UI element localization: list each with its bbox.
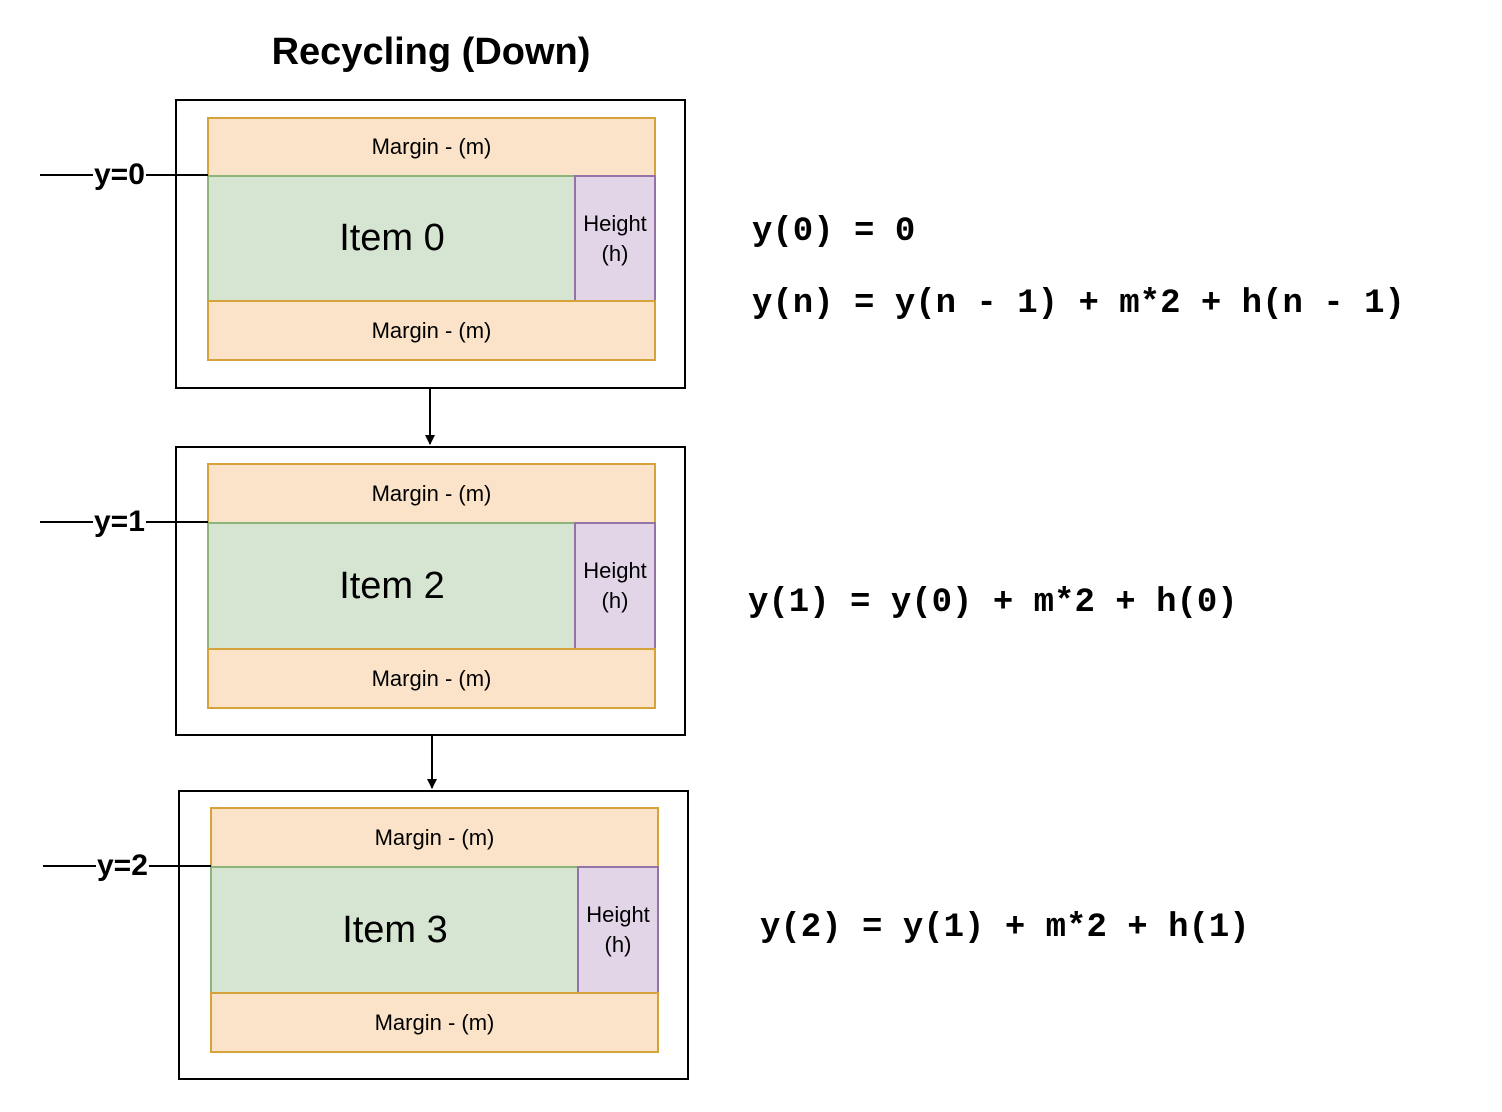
y-marker-label-2: y=2	[96, 848, 149, 884]
height-symbol: (h)	[601, 588, 629, 613]
formula-base: y(0) = 0	[752, 213, 916, 251]
item-0: Item 0	[207, 175, 577, 302]
margin-bottom-1: Margin - (m)	[207, 648, 656, 709]
margin-top-2: Margin - (m)	[210, 807, 659, 868]
height-label: Height	[583, 210, 647, 236]
item-2: Item 2	[207, 522, 577, 650]
height-symbol: (h)	[601, 240, 629, 266]
y-marker-label-1: y=1	[93, 504, 146, 540]
diagram-title: Recycling (Down)	[271, 31, 591, 73]
margin-bottom-2: Margin - (m)	[210, 992, 659, 1053]
height-box-1: Height (h)	[574, 522, 656, 650]
height-symbol: (h)	[604, 932, 632, 957]
y-marker-label-0: y=0	[93, 157, 146, 193]
formula-step-2: y(2) = y(1) + m*2 + h(1)	[760, 909, 1250, 947]
margin-top-1: Margin - (m)	[207, 463, 656, 524]
height-label: Height	[583, 558, 647, 583]
margin-bottom-0: Margin - (m)	[207, 300, 656, 361]
height-label: Height	[586, 902, 650, 927]
formula-step-1: y(1) = y(0) + m*2 + h(0)	[748, 584, 1238, 622]
formula-general: y(n) = y(n - 1) + m*2 + h(n - 1)	[752, 285, 1405, 323]
height-box-0: Height (h)	[574, 175, 656, 302]
